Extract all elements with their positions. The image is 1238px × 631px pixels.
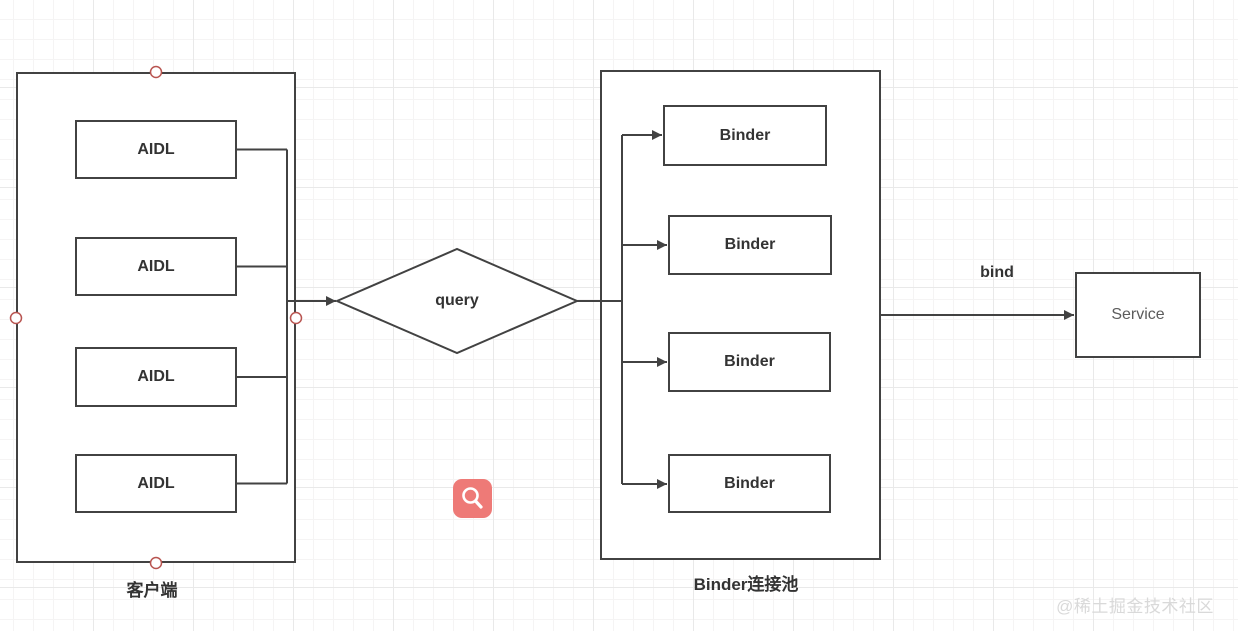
binder-pool-group-label: Binder连接池 <box>693 575 799 594</box>
aidl-node-3: AIDL <box>75 347 237 407</box>
aidl-node-4: AIDL <box>75 454 237 513</box>
binder-node-1-label: Binder <box>719 126 771 144</box>
aidl-node-1: AIDL <box>75 120 237 179</box>
client-group-label: 客户端 <box>126 581 178 600</box>
service-node: Service <box>1075 272 1201 358</box>
service-node-label: Service <box>1111 306 1165 323</box>
binder-node-1: Binder <box>663 105 827 166</box>
image-zoom-button[interactable] <box>453 479 492 518</box>
query-node-label: query <box>435 292 479 309</box>
binder-node-3-label: Binder <box>724 353 775 370</box>
binder-node-4: Binder <box>668 454 831 513</box>
binder-node-4-label: Binder <box>724 474 775 492</box>
aidl-node-1-label: AIDL <box>137 140 175 158</box>
watermark-text: @稀土掘金技术社区 <box>1056 597 1214 616</box>
binder-node-2: Binder <box>668 215 832 275</box>
bind-edge-label: bind <box>980 264 1014 281</box>
aidl-node-4-label: AIDL <box>137 474 175 492</box>
aidl-node-2-label: AIDL <box>137 257 175 275</box>
binder-node-3: Binder <box>668 332 831 392</box>
magnifier-icon <box>461 486 483 509</box>
aidl-node-2: AIDL <box>75 237 237 296</box>
aidl-node-3-label: AIDL <box>137 368 175 385</box>
binder-node-2-label: Binder <box>724 236 776 253</box>
